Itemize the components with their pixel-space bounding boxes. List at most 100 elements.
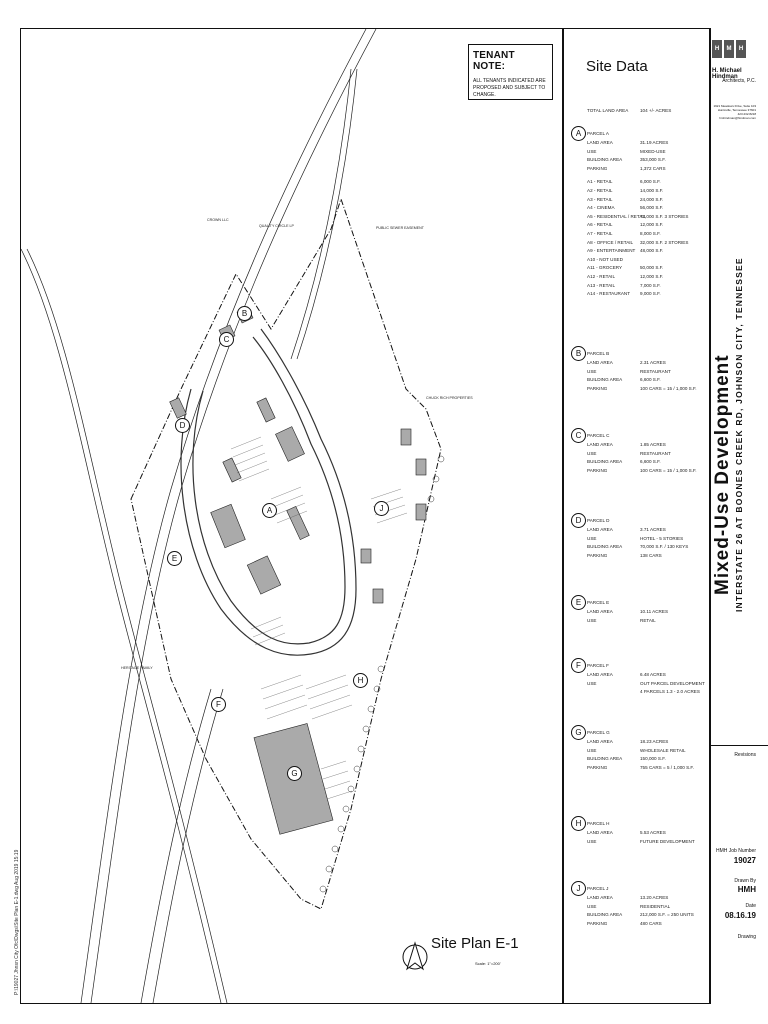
site-data-value: RESIDENTIAL: [640, 903, 671, 909]
site-data-label: A12 - RETAIL: [587, 274, 615, 279]
logo-letter: H: [712, 40, 722, 58]
site-data-value: 5.53 ACRES: [640, 830, 666, 835]
site-data-value: WHOLESALE RETAIL: [640, 747, 686, 753]
site-data-value: 212,000 S.F. = 250 UNITS: [640, 912, 694, 918]
site-data-label: USE: [587, 535, 597, 541]
owner-note-3: HERITAGE FAMILY: [121, 666, 153, 670]
parcel-marker-g[interactable]: G: [287, 766, 302, 781]
site-data-value: 480 CARS: [640, 920, 662, 926]
tenant-note-title: TENANT NOTE:: [473, 50, 515, 72]
parcel-marker-e[interactable]: E: [167, 551, 182, 566]
parcel-name: PARCEL J: [587, 886, 609, 891]
site-data-label: USE: [587, 838, 597, 844]
site-data-value: 7,000 S.F.: [640, 282, 661, 288]
site-data-value: 48,000 S.F.: [640, 248, 664, 254]
parcel-marker-a[interactable]: A: [262, 503, 277, 518]
site-data-value: 2.31 ACRES: [640, 360, 666, 365]
site-data-value: 150,000 S.F.: [640, 756, 666, 762]
site-data-label: PARKING: [587, 165, 608, 171]
site-data-label: A5 - RESIDENTIAL / RETAIL: [587, 213, 647, 219]
date: 08.16.19: [724, 911, 756, 920]
parcel-marker-c[interactable]: C: [219, 332, 234, 347]
site-data-value: 9,000 S.F.: [640, 291, 661, 297]
site-data-value: MIXED-USE: [640, 148, 666, 154]
site-data-value: HOTEL - 5 STORIES: [640, 535, 684, 541]
tenant-note-body: ALL TENANTS INDICATED ARE PROPOSED AND S…: [473, 78, 546, 98]
site-data-label: PARKING: [587, 920, 608, 926]
site-data-value: OUT PARCEL DEVELOPMENT: [640, 680, 705, 686]
parcel-marker-h[interactable]: H: [353, 673, 368, 688]
site-data-label: USE: [587, 450, 597, 456]
site-data-label: A11 - GROCERY: [587, 265, 623, 271]
ring-road: [180, 328, 357, 656]
total-land-area-value: 104 +/- ACRES: [640, 108, 672, 113]
title-block: [710, 28, 768, 1004]
parcel-badge-e: E: [571, 595, 586, 610]
site-data-label: A3 - RETAIL: [587, 196, 613, 202]
parking-stalls: [230, 436, 408, 800]
date-label: Date: [745, 903, 756, 909]
site-data-value: 32,000 S.F. 2 STORIES: [640, 239, 689, 245]
site-data-value: 70,000 S.F. / 130 KEYS: [640, 544, 689, 550]
parcel-marker-b[interactable]: B: [237, 306, 252, 321]
site-data-label: LAND AREA: [587, 830, 613, 835]
site-data-value: 3.71 ACRES: [640, 527, 666, 532]
site-data-label: A6 - RETAIL: [587, 222, 613, 228]
site-data-value: 100 CARS = 15 / 1,000 S.F.: [640, 467, 697, 473]
parcel-badge-f: F: [571, 658, 586, 673]
site-data-value: RESTAURANT: [640, 450, 671, 456]
site-data-value: 56,000 S.F.: [640, 205, 664, 211]
site-data-label: PARKING: [587, 552, 608, 558]
building-footprints: [169, 306, 427, 835]
site-data-value: 6,600 S.F.: [640, 377, 661, 383]
logo-letter: M: [724, 40, 734, 58]
parcel-marker-d[interactable]: D: [175, 418, 190, 433]
site-data-label: A10 - NOT USED: [587, 256, 623, 262]
site-data-label: LAND AREA: [587, 895, 613, 900]
parcel-name: PARCEL H: [587, 821, 610, 826]
site-data-label: BUILDING AREA: [587, 157, 623, 163]
site-data-label: LAND AREA: [587, 140, 613, 145]
site-data-label: BUILDING AREA: [587, 459, 623, 465]
site-data-value: FUTURE DEVELOPMENT: [640, 838, 695, 844]
site-plan-scale: Scale: 1"=200': [475, 961, 501, 966]
site-data-label: LAND AREA: [587, 739, 613, 744]
site-data-value: 138 CARS: [640, 552, 662, 558]
site-data-value: 14,000 S.F.: [640, 188, 664, 193]
site-data-label: LAND AREA: [587, 527, 613, 532]
parcel-badge-c: C: [571, 428, 586, 443]
site-data-value: 8,000 S.F.: [640, 231, 661, 236]
parcel-badge-g: G: [571, 725, 586, 740]
owner-note-2: CROWN LLC: [207, 218, 229, 222]
parcel-badge-a: A: [571, 126, 586, 141]
site-data-value: 24,000 S.F.: [640, 196, 664, 202]
site-data-label: PARKING: [587, 764, 608, 770]
site-data-value: 12,000 S.F.: [640, 274, 664, 279]
site-data-label: BUILDING AREA: [587, 756, 623, 762]
parcel-marker-j[interactable]: J: [374, 501, 389, 516]
total-land-area-label: TOTAL LAND AREA: [587, 108, 629, 113]
parcel-badge-h: H: [571, 816, 586, 831]
tenant-note-box: TENANT NOTE: ALL TENANTS INDICATED ARE P…: [468, 44, 553, 100]
site-data-value: 10.11 ACRES: [640, 609, 669, 614]
site-data-label: PARKING: [587, 467, 608, 473]
firm-sub: Architects, P.C.: [722, 78, 756, 84]
site-data-value: 1.85 ACRES: [640, 442, 666, 447]
site-data-value: RETAIL: [640, 617, 656, 623]
site-data-label: USE: [587, 368, 597, 374]
revisions-label: Revisions: [734, 752, 756, 758]
file-path-strip: P:\19027 Jhnsn City Ofc\Dwgs\Site Plan E…: [14, 849, 20, 995]
site-data-value: 18.23 ACRES: [640, 739, 669, 744]
site-data-value: 755 CARS = 5 / 1,000 S.F.: [640, 764, 695, 770]
parcel-name: PARCEL E: [587, 600, 610, 605]
parcel-marker-f[interactable]: F: [211, 697, 226, 712]
site-data-value: RESTAURANT: [640, 368, 671, 374]
sheet-border: [20, 28, 710, 1004]
site-data-value: 31.19 ACRES: [640, 140, 669, 145]
site-data-value: 4 PARCELS 1.3 - 2.0 ACRES: [640, 689, 700, 695]
north-arrow-icon: [402, 941, 428, 971]
firm-address: 1921 Meadows Drive, Suite 103 Huntsville…: [713, 104, 756, 120]
site-data-label: LAND AREA: [587, 672, 613, 677]
site-data-label: USE: [587, 148, 597, 154]
site-data-value: 353,000 S.F.: [640, 157, 666, 163]
